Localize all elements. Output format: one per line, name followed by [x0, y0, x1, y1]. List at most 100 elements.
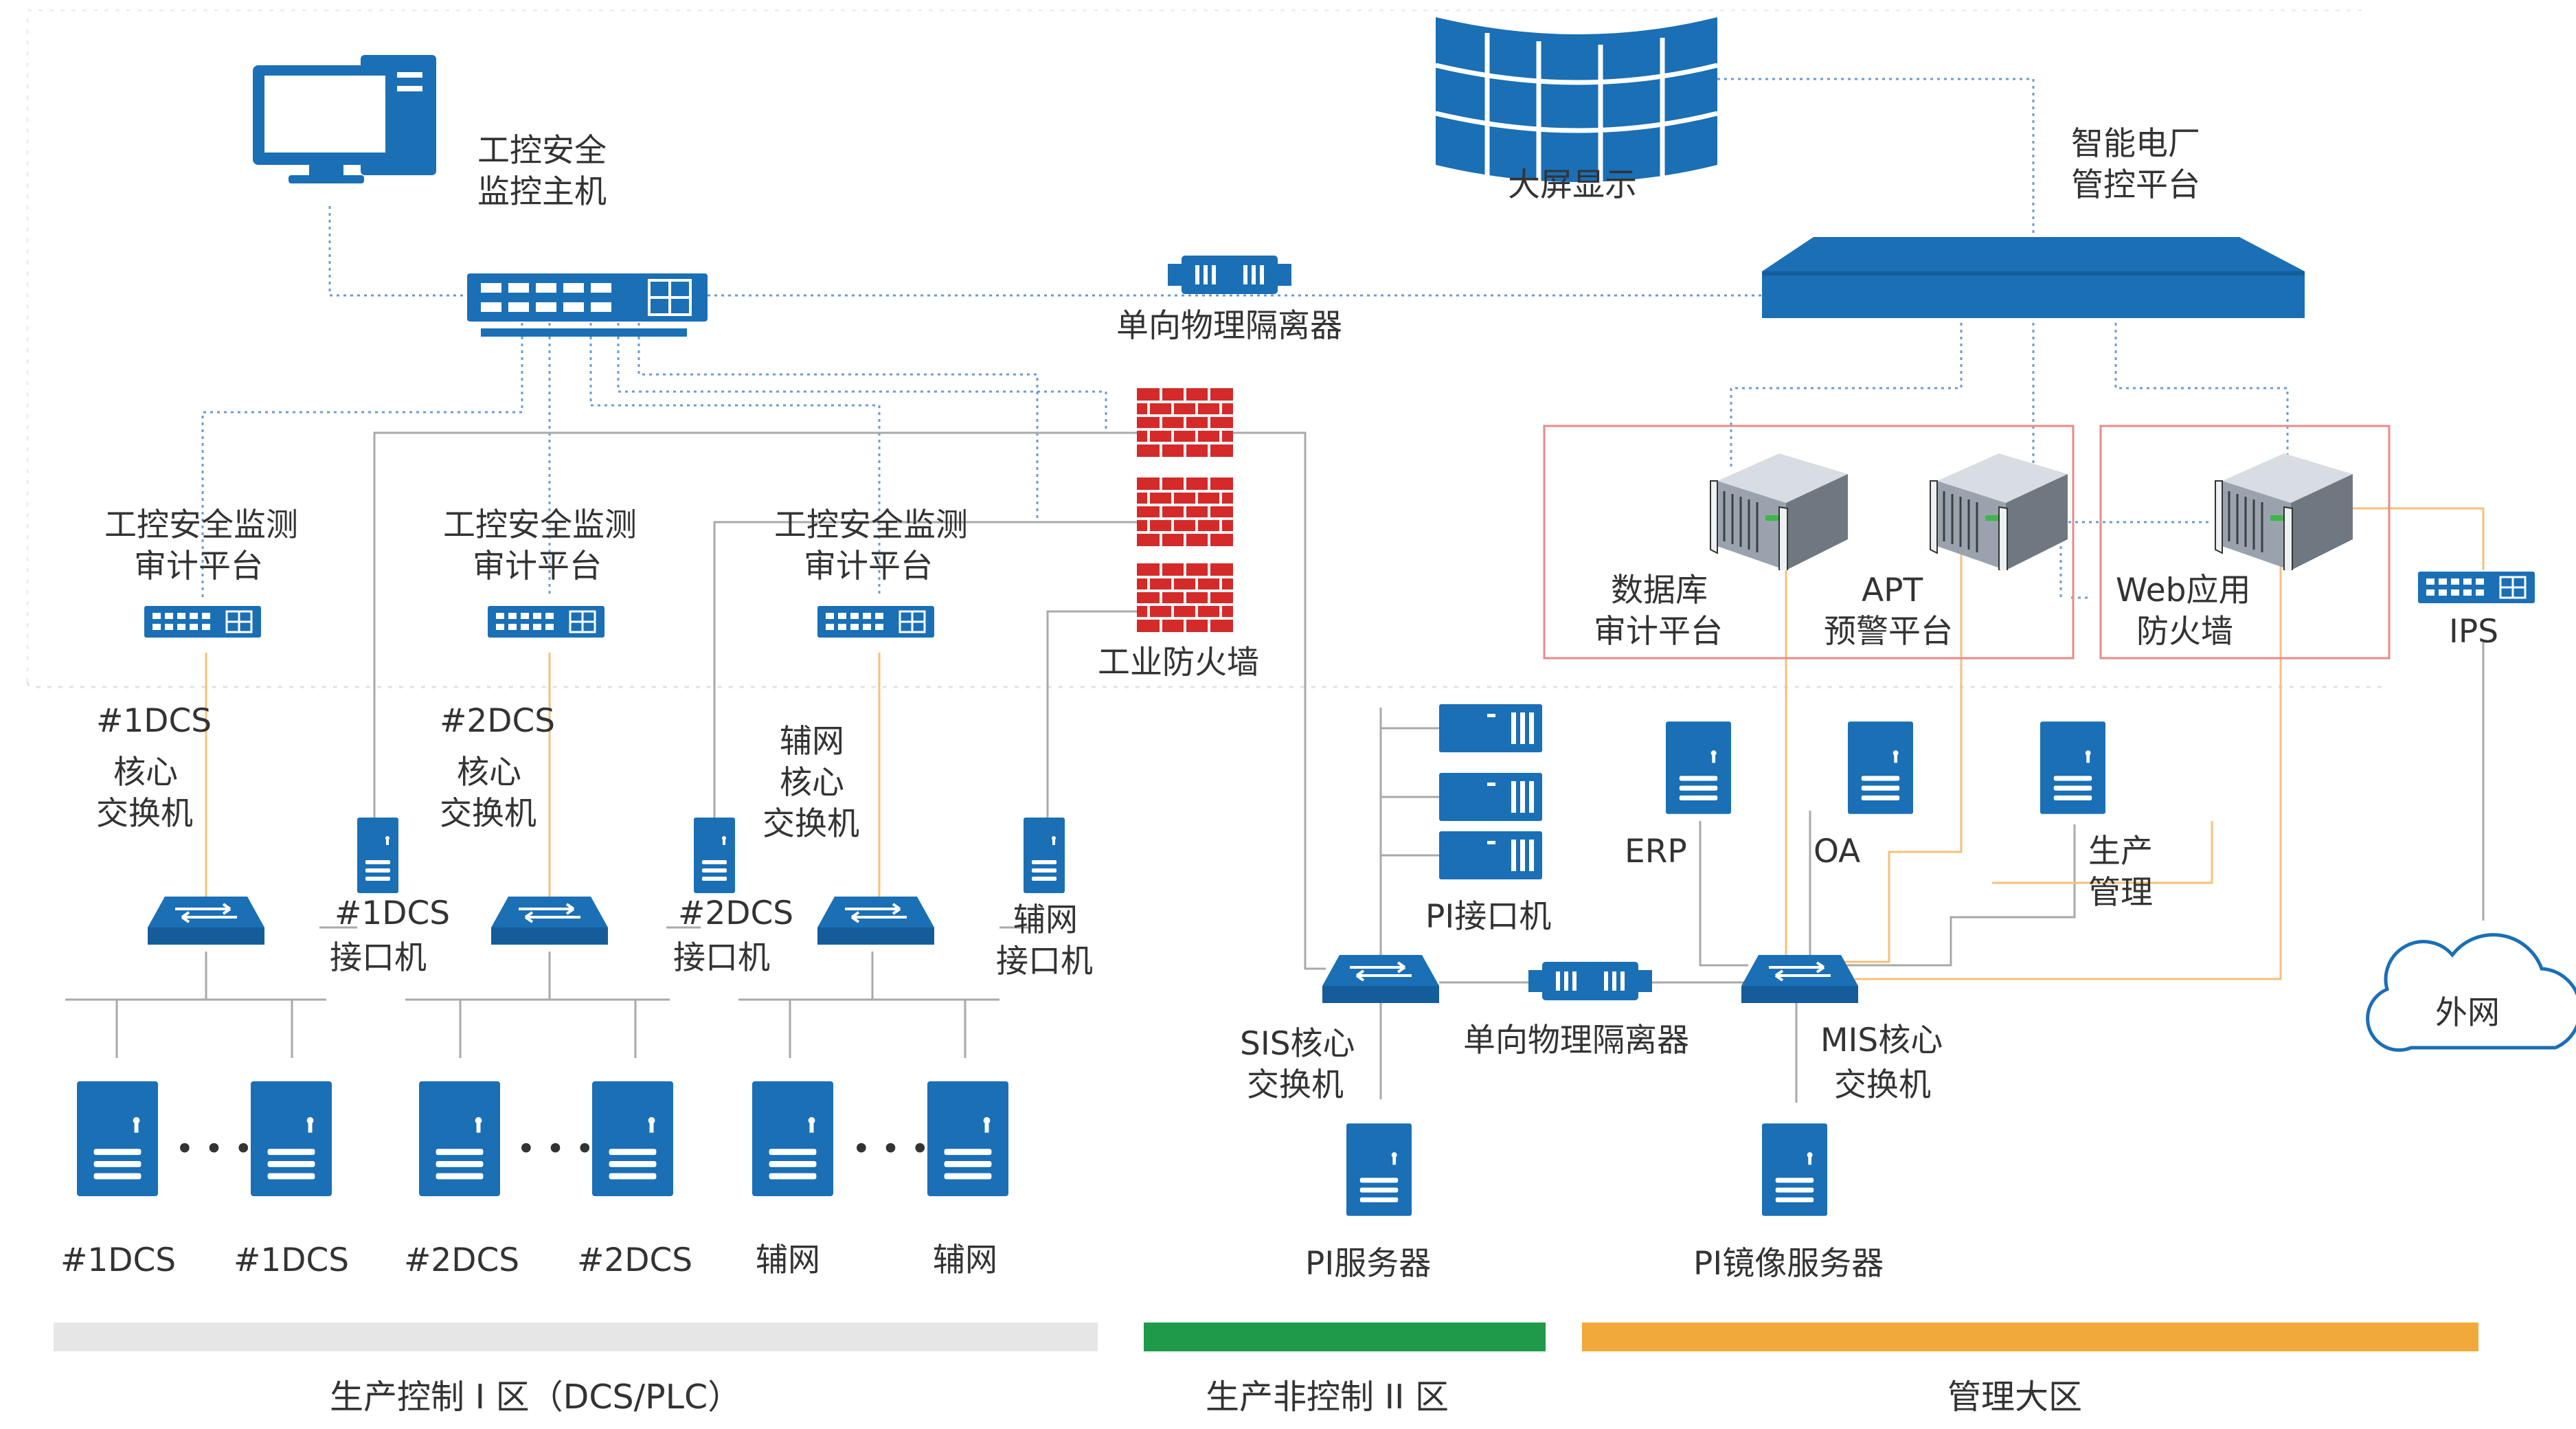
- ellipsis-3: • • •: [852, 1130, 929, 1168]
- sis-switch-icon: [1322, 955, 1439, 1004]
- aux-tower-b-icon: [927, 1081, 1008, 1197]
- interface-2-label-2: 接口机: [673, 939, 770, 977]
- firewall-icon-1: [1137, 388, 1233, 457]
- audit-2-label-1: 工控安全监测: [443, 506, 637, 544]
- audit-3-label-2: 审计平台: [804, 548, 933, 585]
- pi-mirror-label: PI镜像服务器: [1693, 1245, 1884, 1283]
- db-audit-server-icon: [1709, 453, 1848, 570]
- production-server-icon: [2040, 721, 2105, 814]
- core1-label-2: 交换机: [96, 795, 193, 833]
- ics-host-label-1: 工控安全: [477, 132, 607, 170]
- audit-3-label-1: 工控安全监测: [774, 506, 968, 544]
- big-screen-label: 大屏显示: [1508, 166, 1637, 204]
- audit-2-label-2: 审计平台: [473, 548, 602, 585]
- core1-label-1: 核心: [113, 754, 178, 791]
- dcs1-tower-b-icon: [251, 1081, 332, 1197]
- pi-mirror-server-icon: [1762, 1123, 1827, 1216]
- zone-label-1: 生产控制 I 区（DCS/PLC）: [330, 1377, 741, 1417]
- apt-label-1: APT: [1862, 572, 1923, 609]
- audit-panel-icon-1: [144, 606, 261, 638]
- waf-zone-box: [2099, 425, 2391, 660]
- aux-b-label: 辅网: [933, 1241, 997, 1279]
- interface-3-icon: [1024, 818, 1065, 893]
- dcs2-a-label: #2DCS: [404, 1241, 519, 1279]
- aux-core-switch-icon: [817, 897, 934, 946]
- isolator-top-icon: [1168, 256, 1291, 294]
- core-switch-1-icon: [148, 897, 264, 946]
- production-label-2: 管理: [2088, 874, 2153, 912]
- dcs1-tower-a-icon: [77, 1081, 158, 1197]
- aux-core-label-1: 辅网: [780, 723, 844, 761]
- isolator-mid-label: 单向物理隔离器: [1463, 1022, 1689, 1059]
- pi-server-icon: [1346, 1123, 1412, 1216]
- waf-label-1: Web应用: [2116, 572, 2250, 609]
- mis-label-2: 交换机: [1834, 1066, 1931, 1104]
- pi-interface-rack-2-icon: [1439, 773, 1542, 821]
- zone-label-2: 生产非控制 II 区: [1206, 1377, 1449, 1417]
- dcs2-tower-a-icon: [419, 1081, 500, 1197]
- mis-label-1: MIS核心: [1820, 1022, 1943, 1059]
- oa-server-icon: [1848, 721, 1913, 814]
- big-screen-icon: [1435, 17, 1718, 189]
- pi-interface-label: PI接口机: [1425, 898, 1551, 936]
- ips-icon: [2418, 572, 2535, 603]
- smart-plant-label-1: 智能电厂: [2071, 125, 2200, 163]
- zone-label-3: 管理大区: [1947, 1377, 2082, 1417]
- core-switch-2-icon: [491, 897, 608, 946]
- sis-label-2: 交换机: [1247, 1066, 1344, 1104]
- core2-label-1: 核心: [457, 754, 521, 791]
- interface-2-icon: [694, 818, 735, 893]
- waf-server-icon: [2214, 453, 2353, 570]
- audit-1-label-1: 工控安全监测: [104, 506, 298, 544]
- dcs1-b-label: #1DCS: [234, 1241, 349, 1279]
- monitor-icon: [253, 55, 436, 183]
- erp-label: ERP: [1625, 833, 1687, 870]
- firewall-icon-2: [1137, 477, 1233, 546]
- waf-label-2: 防火墙: [2136, 613, 2233, 651]
- erp-server-icon: [1666, 721, 1731, 814]
- connections: [65, 78, 2485, 1103]
- oa-label: OA: [1814, 833, 1860, 870]
- dcs2-b-label: #2DCS: [577, 1241, 692, 1279]
- audit-panel-icon-2: [488, 606, 605, 638]
- central-switch-icon: [467, 273, 708, 337]
- ellipsis-2: • • •: [517, 1130, 594, 1168]
- dcs2-tag: #2DCS: [440, 702, 555, 740]
- aux-a-label: 辅网: [756, 1241, 820, 1279]
- aux-core-label-2: 核心: [780, 764, 844, 802]
- smart-plant-platform-icon: [1762, 237, 2305, 318]
- isolator-top-label: 单向物理隔离器: [1116, 307, 1342, 345]
- zone-bar-3: [1582, 1323, 2478, 1351]
- db-audit-label-1: 数据库: [1611, 572, 1708, 609]
- audit-1-label-2: 审计平台: [134, 548, 263, 585]
- interface-2-label-1: #2DCS: [678, 894, 793, 932]
- audit-panel-icon-3: [817, 606, 934, 638]
- core2-label-2: 交换机: [440, 795, 536, 833]
- security-zone-box: [1543, 425, 2075, 660]
- dcs1-a-label: #1DCS: [60, 1241, 176, 1279]
- ellipsis-1: • • •: [175, 1130, 253, 1168]
- firewall-label: 工业防火墙: [1098, 644, 1259, 682]
- interface-1-label-1: #1DCS: [335, 894, 450, 932]
- pi-server-label: PI服务器: [1305, 1245, 1431, 1283]
- aux-core-label-3: 交换机: [762, 805, 859, 843]
- interface-3-label-2: 接口机: [996, 943, 1093, 980]
- interface-1-label-2: 接口机: [330, 939, 427, 977]
- production-label-1: 生产: [2088, 833, 2153, 870]
- interface-1-icon: [357, 818, 398, 893]
- dcs1-tag: #1DCS: [96, 702, 212, 740]
- pi-interface-rack-3-icon: [1439, 831, 1542, 879]
- apt-label-2: 预警平台: [1824, 613, 1953, 651]
- isolator-mid-icon: [1528, 962, 1652, 1000]
- aux-tower-a-icon: [752, 1081, 833, 1197]
- pi-interface-rack-1-icon: [1439, 704, 1542, 752]
- ips-label: IPS: [2449, 613, 2498, 651]
- zone-bar-2: [1144, 1323, 1546, 1351]
- internet-label: 外网: [2435, 994, 2500, 1032]
- smart-plant-label-2: 管控平台: [2071, 166, 2200, 204]
- region-divider: [26, 682, 2384, 688]
- dcs2-tower-b-icon: [592, 1081, 673, 1197]
- zone-bar-1: [54, 1323, 1098, 1351]
- sis-label-1: SIS核心: [1240, 1025, 1355, 1063]
